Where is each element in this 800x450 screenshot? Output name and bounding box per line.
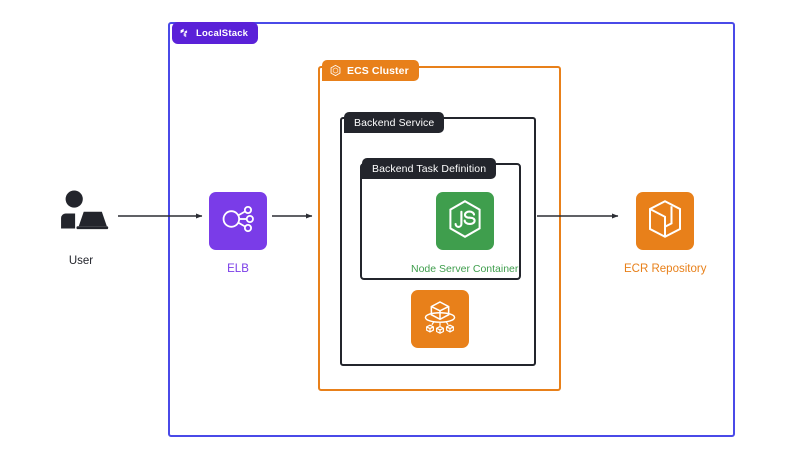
user-at-laptop-icon — [52, 185, 110, 243]
node-ecs-task[interactable] — [411, 290, 469, 348]
ecr-tile — [636, 192, 695, 250]
backend-task-definition-badge: Backend Task Definition — [362, 158, 497, 179]
backend-service-badge: Backend Service — [344, 112, 445, 133]
elb-tile — [209, 192, 267, 250]
node-user[interactable]: User — [52, 185, 110, 267]
nodejs-icon — [445, 198, 485, 245]
backend-service-badge-label: Backend Service — [354, 116, 435, 129]
localstack-logo-icon — [179, 27, 191, 39]
node-node-server-container[interactable]: Node Server Container — [411, 192, 518, 275]
node-elb-label: ELB — [227, 263, 249, 275]
node-server-tile — [435, 192, 494, 250]
node-user-label: User — [68, 255, 94, 267]
ecs-task-cube-icon — [420, 297, 460, 342]
localstack-badge-label: LocalStack — [196, 27, 249, 39]
localstack-badge: LocalStack — [172, 22, 259, 44]
node-ecr-repository-label: ECR Repository — [624, 263, 707, 275]
node-server-container-label: Node Server Container — [411, 263, 519, 275]
ecr-repository-icon — [645, 198, 685, 245]
node-ecr-repository[interactable]: ECR Repository — [624, 192, 706, 275]
elastic-load-balancer-icon — [219, 200, 257, 243]
backend-task-definition-badge-label: Backend Task Definition — [372, 162, 487, 175]
ecs-cluster-icon — [329, 64, 342, 77]
ecs-task-tile — [411, 290, 469, 348]
ecs-cluster-badge: ECS Cluster — [322, 60, 419, 81]
ecs-cluster-badge-label: ECS Cluster — [347, 64, 409, 77]
node-elb[interactable]: ELB — [209, 192, 267, 275]
